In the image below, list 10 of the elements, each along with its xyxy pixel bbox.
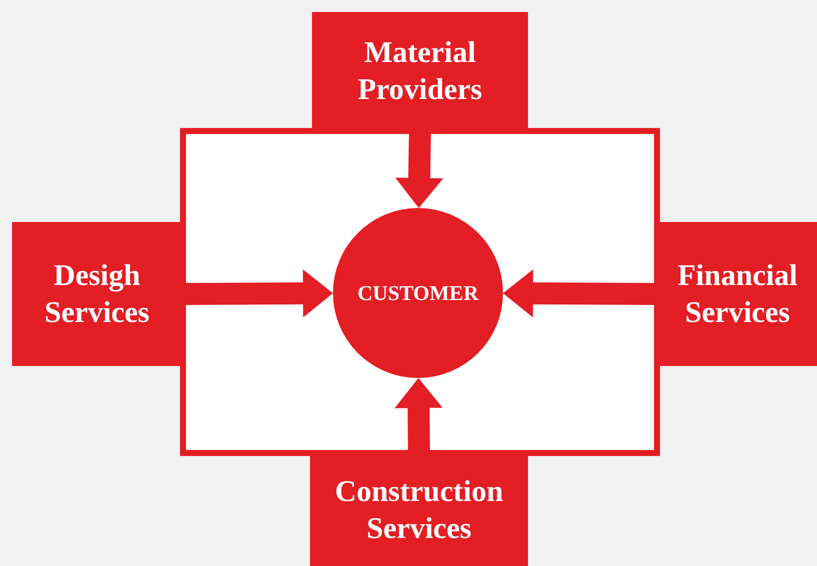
node-label: CUSTOMER [358, 280, 478, 306]
service-box [312, 12, 528, 130]
service-box [658, 222, 817, 366]
node-label: Financial Services [676, 258, 798, 331]
node-label: Desigh Services [44, 258, 150, 331]
service-box [310, 454, 528, 566]
frame-box [180, 128, 660, 456]
node-label: Construction Services [334, 474, 504, 547]
service-box [12, 222, 182, 366]
node-label: Material Providers [356, 34, 484, 108]
